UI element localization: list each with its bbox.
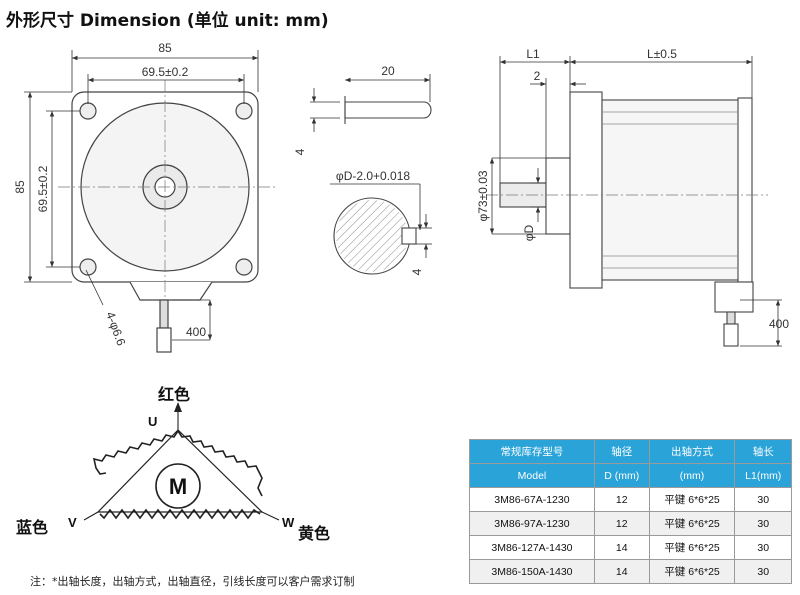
- phase-u-letter: U: [148, 414, 157, 429]
- mount-hole-br: [235, 258, 253, 276]
- front-centerlines: [58, 80, 278, 298]
- side-end-cap: [737, 97, 753, 283]
- shaft-key-profile: [344, 101, 432, 119]
- header-length-cn: 轴长: [734, 439, 792, 464]
- table-header-row-en: Model D (mm) (mm) L1(mm): [469, 463, 792, 488]
- cell-length: 30: [734, 559, 792, 584]
- table-row: 3M86-150A-1430 14 平键 6*6*25 30: [469, 559, 792, 584]
- cell-length: 30: [734, 511, 792, 536]
- front-dim-outer: 85: [158, 41, 172, 55]
- shaft-dim-section: 4: [410, 268, 424, 275]
- winding-triangle: [96, 429, 264, 513]
- motor-symbol-label: M: [169, 474, 187, 499]
- cell-diameter: 14: [593, 559, 650, 584]
- header-shaft-type-en: (mm): [648, 463, 736, 488]
- cell-diameter: 12: [593, 487, 650, 512]
- cell-shaft-type: 平键 6*6*25: [648, 535, 736, 560]
- header-shaft-type-cn: 出轴方式: [648, 439, 736, 464]
- shaft-keyway: [401, 227, 417, 245]
- cell-model: 3M86-127A-1430: [469, 535, 595, 560]
- side-dim-2: 2: [534, 69, 541, 83]
- phase-v-letter: V: [68, 515, 77, 530]
- motor-symbol: [155, 463, 201, 509]
- shaft-section-hatch-bg: [336, 200, 408, 272]
- cell-model: 3M86-150A-1430: [469, 559, 595, 584]
- spec-table: 常规库存型号 轴径 出轴方式 轴长 Model D (mm) (mm) L1(m…: [469, 439, 792, 584]
- lead-v: [83, 511, 99, 521]
- phase-u-color: 红色: [158, 385, 190, 404]
- mount-hole-tl: [79, 102, 97, 120]
- shaft-dim-key: 4: [293, 148, 307, 155]
- phase-w-color: 黄色: [298, 524, 330, 543]
- front-dim-bolt: 69.5±0.2: [142, 65, 189, 79]
- header-model-cn: 常规库存型号: [469, 439, 595, 464]
- front-dim-bolt-v: 69.5±0.2: [36, 165, 50, 212]
- front-dim-lines: [24, 50, 259, 341]
- side-body-lines: [602, 111, 738, 269]
- footnote: 注：*出轴长度，出轴方式，出轴直径，引线长度可以客户需求订制: [30, 575, 355, 588]
- cell-model: 3M86-67A-1230: [469, 487, 595, 512]
- page-title: 外形尺寸 Dimension (单位 unit: mm): [6, 11, 329, 31]
- front-dim-lead: 400: [186, 325, 206, 339]
- side-flange: [569, 91, 603, 289]
- header-length-en: L1(mm): [734, 463, 792, 488]
- mount-hole-tr: [235, 102, 253, 120]
- cell-shaft-type: 平键 6*6*25: [648, 511, 736, 536]
- side-dim-L: L±0.5: [647, 47, 677, 61]
- side-body: [601, 99, 751, 281]
- side-view: [499, 91, 754, 347]
- front-cable-exit: [129, 281, 213, 301]
- side-dim-pilot: φ73±0.03: [476, 170, 490, 221]
- phase-v-color: 蓝色: [16, 518, 48, 537]
- cell-shaft-type: 平键 6*6*25: [648, 487, 736, 512]
- winding-coil-vw: [99, 508, 261, 520]
- shaft-detail: [333, 96, 432, 275]
- header-diameter-cn: 轴径: [593, 439, 650, 464]
- lead-w: [261, 511, 280, 521]
- side-pilot: [545, 157, 571, 235]
- shaft-dim-flat: φD-2.0+0.018: [336, 169, 410, 183]
- front-dim-outer-v: 85: [13, 180, 27, 194]
- front-lead-wire: [159, 299, 169, 329]
- front-lead-connector: [156, 327, 172, 353]
- front-dim-holes: 4-φ6.6: [103, 310, 128, 348]
- shaft-dim-length: 20: [381, 64, 395, 78]
- header-model-en: Model: [469, 463, 595, 488]
- cell-shaft-type: 平键 6*6*25: [648, 559, 736, 584]
- table-row: 3M86-127A-1430 14 平键 6*6*25 30: [469, 535, 792, 560]
- side-dim-L1: L1: [526, 47, 540, 61]
- side-dim-lead: 400: [769, 317, 789, 331]
- cell-diameter: 12: [593, 511, 650, 536]
- cell-diameter: 14: [593, 535, 650, 560]
- cell-model: 3M86-97A-1230: [469, 511, 595, 536]
- cell-length: 30: [734, 487, 792, 512]
- side-lead-wire: [726, 311, 736, 325]
- side-dim-shaft: φD: [522, 224, 536, 241]
- cell-length: 30: [734, 535, 792, 560]
- table-row: 3M86-97A-1230 12 平键 6*6*25 30: [469, 511, 792, 536]
- table-header-row-cn: 常规库存型号 轴径 出轴方式 轴长: [469, 439, 792, 464]
- side-cable-exit: [714, 281, 754, 313]
- table-row: 3M86-67A-1230 12 平键 6*6*25 30: [469, 487, 792, 512]
- header-diameter-en: D (mm): [593, 463, 650, 488]
- side-dim-lines: [489, 56, 782, 347]
- mount-hole-bl: [79, 258, 97, 276]
- winding-coil-uw: [177, 430, 263, 497]
- wiring-diagram: [83, 402, 280, 521]
- shaft-dim-lines: [310, 74, 432, 258]
- phase-w-letter: W: [282, 515, 295, 530]
- winding-coil-uv: [92, 430, 179, 475]
- lead-u-arrow: [174, 402, 182, 412]
- side-lead-connector: [723, 323, 739, 347]
